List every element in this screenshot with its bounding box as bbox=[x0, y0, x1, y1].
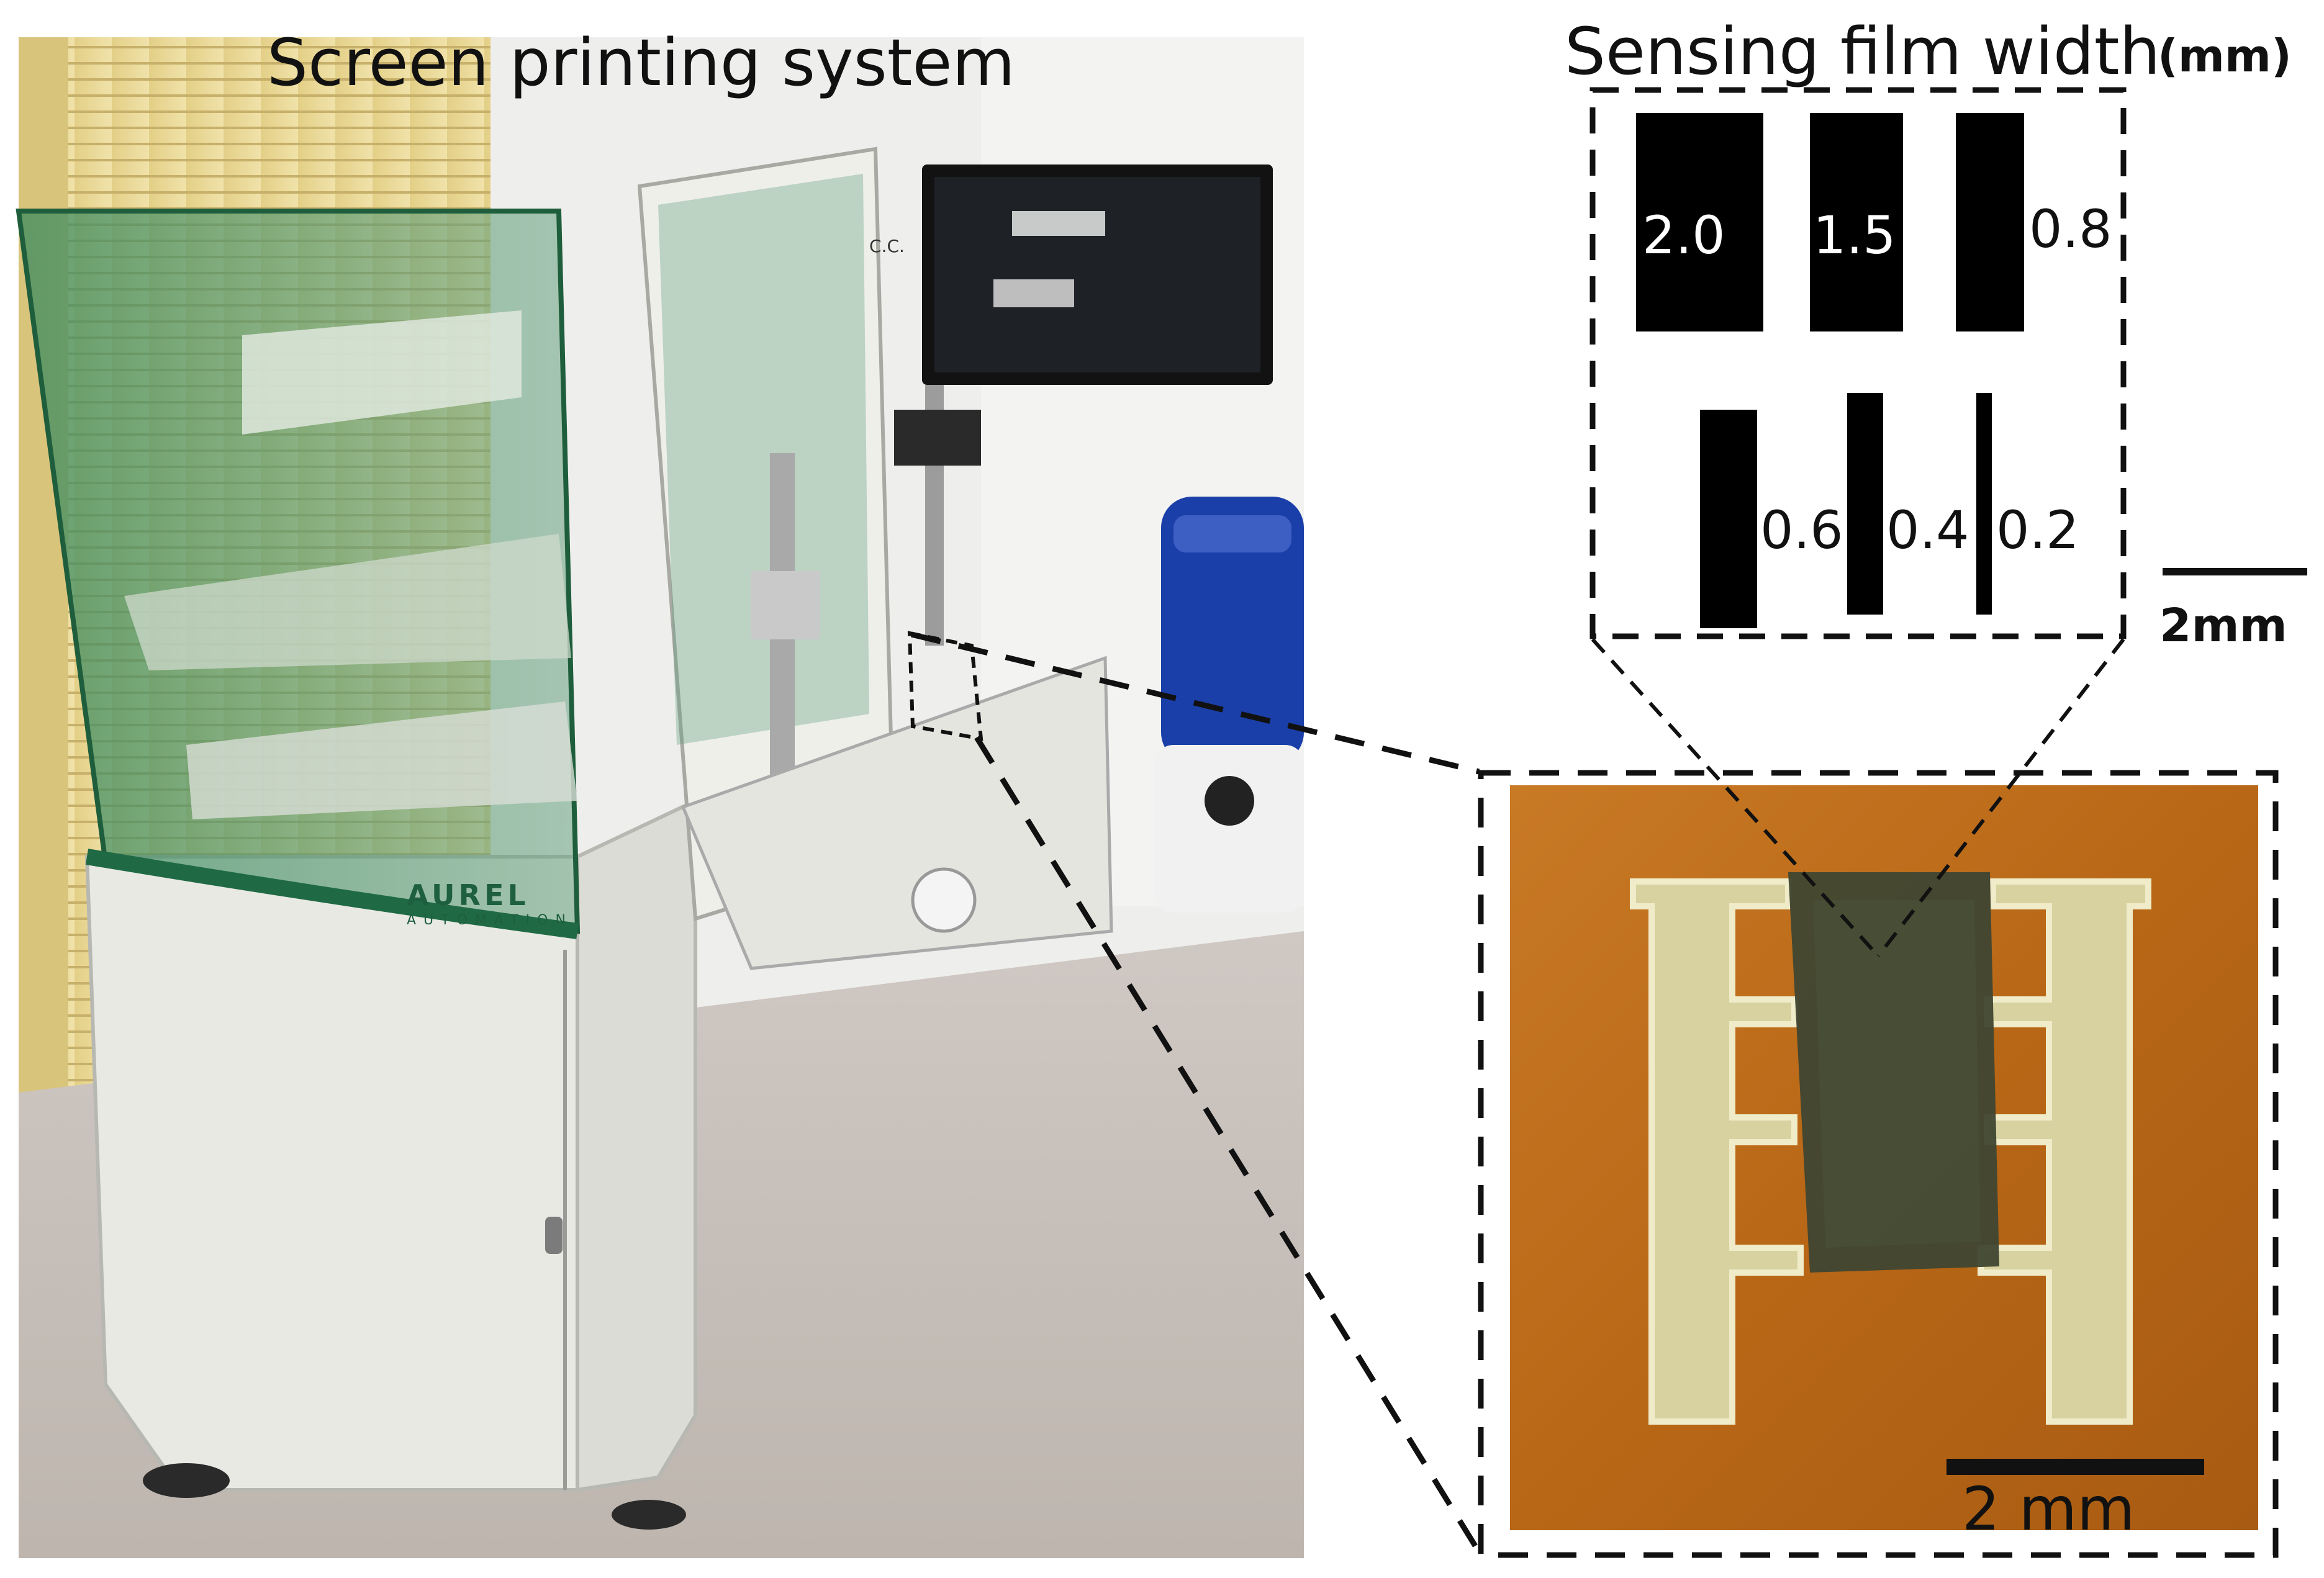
width-label-0-6: 0.6 bbox=[1760, 500, 1843, 561]
sensing-title: Sensing film width bbox=[1565, 14, 2161, 89]
sensing-width-sketch bbox=[1589, 87, 2307, 639]
sensor-zoom-photo bbox=[1478, 770, 2279, 1558]
width-label-0-4: 0.4 bbox=[1886, 500, 1969, 561]
printer-callout-marker bbox=[907, 631, 983, 741]
callout-lines-sketch bbox=[1591, 638, 2125, 958]
film-bar-2-0 bbox=[1636, 113, 1763, 331]
photo-scale-bar bbox=[1946, 1459, 2204, 1475]
photo-scale-label: 2 mm bbox=[1962, 1474, 2135, 1544]
screen-printer-photo bbox=[16, 37, 1304, 1558]
sketch-scale-bar bbox=[2163, 568, 2307, 575]
film-bar-0-2 bbox=[1976, 393, 1992, 615]
width-label-0-8: 0.8 bbox=[2029, 199, 2112, 259]
film-bar-0-6 bbox=[1700, 410, 1757, 628]
machine-brand-sub: AUTOMATION bbox=[407, 913, 573, 928]
monitor-brand-label: C.C. bbox=[869, 236, 905, 256]
width-label-2-0: 2.0 bbox=[1642, 205, 1725, 266]
sketch-scale-label: 2mm bbox=[2159, 599, 2287, 652]
film-bar-1-5 bbox=[1810, 113, 1903, 331]
film-bar-0-4 bbox=[1847, 393, 1883, 615]
film-bar-0-8 bbox=[1956, 113, 2024, 331]
machine-brand-label: AUREL bbox=[407, 878, 530, 912]
width-label-1-5: 1.5 bbox=[1813, 205, 1896, 266]
width-label-0-2: 0.2 bbox=[1996, 500, 2079, 561]
photo-title: Screen printing system bbox=[267, 25, 1015, 101]
callout-lines-photo bbox=[910, 631, 1481, 1554]
sensing-unit: (mm) bbox=[2158, 30, 2292, 82]
